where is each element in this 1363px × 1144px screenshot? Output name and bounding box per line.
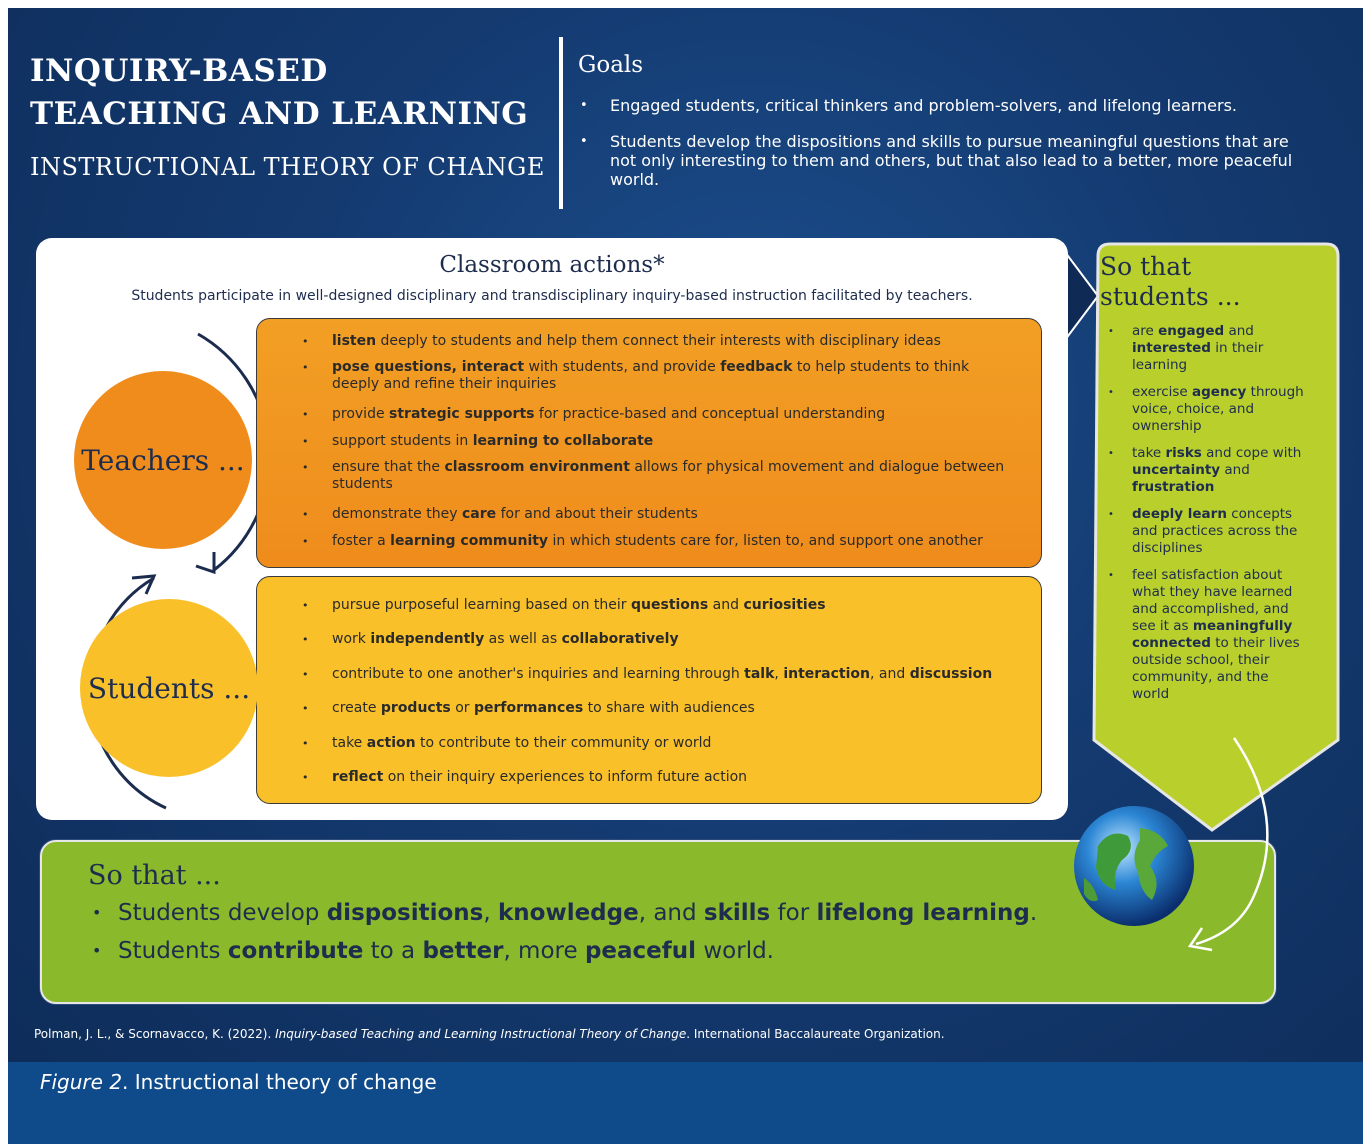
so-that-students-heading: So that students ...	[1100, 252, 1241, 311]
so-that-students-list: are engaged and interested in their lear…	[1108, 323, 1308, 713]
outcomes-heading: So that ...	[88, 860, 221, 891]
teachers-actions-box: listen deeply to students and help them …	[256, 318, 1042, 568]
teacher-action-item: listen deeply to students and help them …	[302, 333, 1012, 350]
goals-list: Engaged students, critical thinkers and …	[580, 96, 1300, 206]
classroom-heading: Classroom actions*	[439, 252, 665, 278]
figure-caption: Figure 2. Instructional theory of change	[40, 1070, 437, 1094]
goal-item: Students develop the dispositions and sk…	[580, 132, 1300, 189]
main-subtitle: INSTRUCTIONAL THEORY OF CHANGE	[30, 153, 545, 181]
teachers-circle: Teachers ...	[74, 371, 252, 549]
student-action-item: contribute to one another's inquiries an…	[302, 666, 1012, 683]
figure-label: Figure 2	[40, 1070, 123, 1094]
goal-item: Engaged students, critical thinkers and …	[580, 96, 1300, 115]
figure-caption-bar	[8, 1062, 1363, 1144]
student-outcome-item: are engaged and interested in their lear…	[1108, 323, 1308, 374]
student-outcome-item: feel satisfaction about what they have l…	[1108, 567, 1308, 703]
teacher-action-item: support students in learning to collabor…	[302, 433, 1012, 450]
student-outcome-item: take risks and cope with uncertainty and…	[1108, 445, 1308, 496]
outcome-item: Students contribute to a better, more pe…	[88, 936, 1037, 966]
student-outcome-item: deeply learn concepts and practices acro…	[1108, 506, 1308, 557]
header-divider	[559, 37, 563, 209]
classroom-subheading: Students participate in well-designed di…	[131, 288, 973, 304]
goals-heading: Goals	[578, 52, 644, 78]
teachers-label: Teachers ...	[81, 443, 245, 477]
citation: Polman, J. L., & Scornavacco, K. (2022).…	[34, 1027, 945, 1041]
students-circle: Students ...	[80, 599, 258, 777]
teacher-action-item: demonstrate they care for and about thei…	[302, 506, 1012, 523]
teacher-action-item: ensure that the classroom environment al…	[302, 459, 1012, 493]
teacher-action-item: provide strategic supports for practice-…	[302, 406, 1012, 423]
student-action-item: take action to contribute to their commu…	[302, 735, 1012, 752]
student-action-item: reflect on their inquiry experiences to …	[302, 769, 1012, 786]
teacher-action-item: foster a learning community in which stu…	[302, 533, 1012, 550]
students-actions-box: pursue purposeful learning based on thei…	[256, 576, 1042, 804]
figure-caption-text: . Instructional theory of change	[122, 1070, 437, 1094]
student-action-item: create products or performances to share…	[302, 700, 1012, 717]
student-outcome-item: exercise agency through voice, choice, a…	[1108, 384, 1308, 435]
main-title: INQUIRY-BASED TEACHING AND LEARNING	[30, 53, 529, 132]
teacher-action-item: pose questions, interact with students, …	[302, 359, 1012, 393]
student-action-item: work independently as well as collaborat…	[302, 631, 1012, 648]
outcomes-list: Students develop dispositions, knowledge…	[88, 898, 1037, 974]
student-action-item: pursue purposeful learning based on thei…	[302, 597, 1012, 614]
students-label: Students ...	[87, 671, 251, 705]
outcome-item: Students develop dispositions, knowledge…	[88, 898, 1037, 928]
